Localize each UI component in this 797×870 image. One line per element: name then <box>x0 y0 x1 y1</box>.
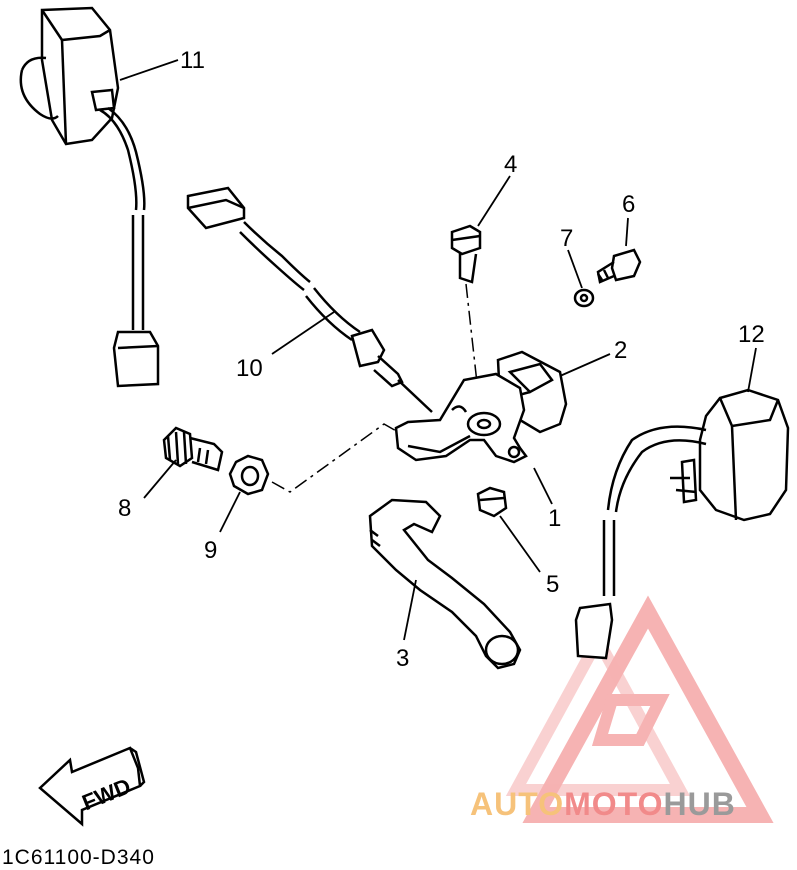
part-4-bolt <box>450 224 482 411</box>
callout-6: 6 <box>622 191 635 218</box>
part-6-screw <box>596 248 642 284</box>
part-11-left-switch <box>19 6 160 388</box>
part-5-nut <box>476 486 508 518</box>
part-8-adjuster-bolt <box>162 426 224 472</box>
part-3-clutch-lever <box>368 498 522 670</box>
part-10-clutch-switch <box>186 186 433 413</box>
callout-12: 12 <box>738 321 765 348</box>
callout-4: 4 <box>504 151 517 178</box>
watermark-part3: HUB <box>663 786 736 822</box>
callout-2: 2 <box>614 337 627 364</box>
callout-5: 5 <box>546 571 559 598</box>
callout-10: 10 <box>236 355 263 382</box>
part-9-locknut <box>228 454 270 496</box>
part-7-washer <box>573 288 595 308</box>
callout-7: 7 <box>560 225 573 252</box>
watermark-logo <box>505 595 774 823</box>
assembly-line <box>271 423 399 493</box>
callout-8: 8 <box>118 495 131 522</box>
callout-9: 9 <box>204 537 217 564</box>
watermark-wordmark: AUTOMOTOHUB <box>470 786 736 823</box>
callout-3: 3 <box>396 645 409 672</box>
fwd-arrow <box>38 746 146 827</box>
watermark-part1: AUTO <box>470 786 565 822</box>
part-1-lever-bracket <box>394 372 528 464</box>
leader-lines <box>119 59 757 641</box>
part-12-right-switch <box>574 388 790 660</box>
watermark-part2: MOTO <box>564 786 664 822</box>
diagram-code: 1C61100-D340 <box>2 846 155 869</box>
callout-1: 1 <box>548 505 561 532</box>
callout-11: 11 <box>180 47 205 74</box>
